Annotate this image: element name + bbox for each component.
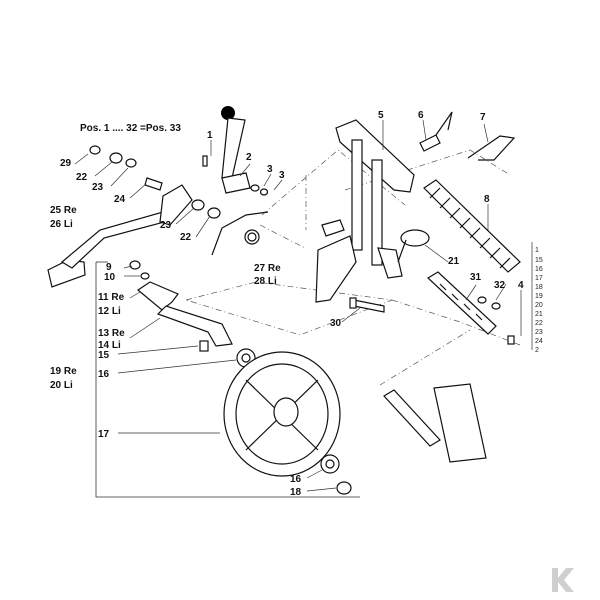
side-list-item: 16 — [535, 266, 543, 273]
label-15: 15 — [98, 350, 110, 361]
label-1: 1 — [207, 130, 213, 141]
group-bracket-19-20 — [95, 261, 360, 498]
side-list-item: 23 — [535, 329, 543, 336]
side-list-item: 18 — [535, 284, 543, 291]
bolt-6 — [419, 134, 441, 152]
side-list-item: 15 — [535, 257, 543, 264]
label-13: 13 Re — [98, 328, 125, 339]
side-list-item: 2 — [535, 347, 539, 354]
label-27: 27 Re — [254, 263, 281, 274]
washer-3a — [250, 184, 260, 192]
washer-23a — [125, 158, 137, 168]
label-19: 19 Re — [50, 366, 77, 377]
label-11: 11 Re — [98, 292, 125, 303]
label-23a: 23 — [92, 182, 104, 193]
main-frame — [315, 119, 415, 303]
label-6: 6 — [418, 110, 424, 121]
lever-arm — [60, 209, 173, 269]
label-7: 7 — [480, 112, 486, 123]
label-8: 8 — [484, 194, 490, 205]
bearing-16b — [320, 454, 340, 474]
threaded-spindle-8 — [423, 179, 521, 273]
axle-arm-13-14 — [156, 305, 233, 347]
crank-arm — [221, 117, 246, 179]
label-24: 24 — [114, 194, 126, 205]
label-4: 4 — [518, 280, 524, 291]
label-17: 17 — [98, 429, 110, 440]
crank-handle-assembly — [202, 106, 269, 196]
label-3b: 3 — [279, 170, 285, 181]
label-20: 20 Li — [50, 380, 73, 391]
label-9: 9 — [106, 262, 112, 273]
clip-7 — [467, 135, 516, 161]
position-caption: Pos. 1 .... 32 =Pos. 33 — [80, 123, 181, 134]
nut-23b — [191, 199, 205, 211]
side-list-item: 1 — [535, 247, 539, 254]
label-31: 31 — [470, 272, 482, 283]
wheel-hub — [273, 397, 299, 427]
side-list-item: 21 — [535, 311, 543, 318]
nut-22a — [109, 152, 123, 164]
lever-bracket — [159, 184, 193, 226]
washer-10 — [140, 272, 150, 280]
side-list-item: 22 — [535, 320, 543, 327]
washer-22b — [207, 207, 221, 219]
bolt-6-handle — [435, 111, 453, 136]
washer-3b — [259, 188, 269, 196]
label-32: 32 — [494, 280, 506, 291]
label-29: 29 — [60, 158, 72, 169]
side-list-item: 19 — [535, 293, 543, 300]
label-22b: 22 — [180, 232, 192, 243]
label-26: 26 Li — [50, 219, 73, 230]
bracket-11-12 — [136, 281, 179, 311]
side-list-item: 20 — [535, 302, 543, 309]
label-10: 10 — [104, 272, 116, 283]
leader-lines — [74, 119, 522, 492]
label-14: 14 Li — [98, 340, 121, 351]
nut-9 — [129, 260, 141, 270]
label-23b: 23 — [160, 220, 172, 231]
crank-hub — [221, 172, 251, 194]
small-fasteners — [477, 296, 515, 345]
crank-knob — [221, 106, 235, 120]
side-list-item: 24 — [535, 338, 543, 345]
side-reference-list: 1 15 16 17 18 19 20 21 22 23 24 2 — [531, 242, 543, 354]
side-list-item: 17 — [535, 275, 543, 282]
nut-29 — [89, 145, 101, 155]
bolt-15 — [199, 340, 209, 352]
adjustment-bar-31 — [427, 271, 497, 335]
mounting-plate — [383, 383, 487, 463]
top-bolt-and-clip — [419, 111, 516, 161]
collar-21 — [397, 229, 430, 263]
label-3a: 3 — [267, 164, 273, 175]
bolt-30 — [349, 297, 385, 313]
label-28: 28 Li — [254, 276, 277, 287]
label-12: 12 Li — [98, 306, 121, 317]
kramp-k-logo — [552, 568, 574, 592]
label-21: 21 — [448, 256, 460, 267]
label-25: 25 Re — [50, 205, 77, 216]
label-16b: 16 — [290, 474, 302, 485]
label-30: 30 — [330, 318, 342, 329]
label-16a: 16 — [98, 369, 110, 380]
label-22a: 22 — [76, 172, 88, 183]
torsion-spring — [211, 211, 269, 256]
label-18: 18 — [290, 487, 302, 498]
label-2: 2 — [246, 152, 252, 163]
left-lever-assembly — [47, 145, 221, 288]
crank-pin — [202, 155, 208, 167]
label-5: 5 — [378, 110, 384, 121]
wheel-assembly — [129, 260, 352, 495]
bushing-24 — [144, 177, 163, 191]
position-labels: 1 2 3 3 5 6 7 8 4 29 22 23 24 23 22 25 R… — [50, 110, 524, 498]
circlip-18 — [336, 481, 352, 495]
